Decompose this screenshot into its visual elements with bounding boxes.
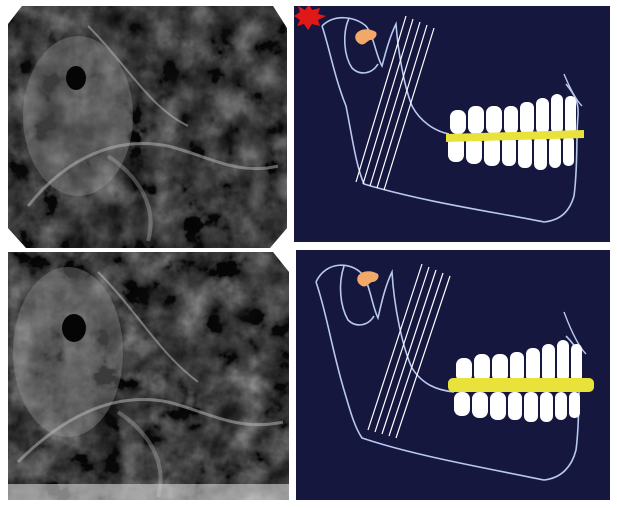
mandible-diagram-top: [294, 6, 610, 242]
horizontal-divider: [294, 244, 610, 247]
radiograph-bottom-image: [8, 252, 289, 500]
xray-panel-bottom: [8, 252, 289, 500]
occlusal-splint-thick: [448, 378, 594, 392]
radiograph-top-image: [8, 6, 287, 248]
diagram-panel-top: [294, 6, 610, 242]
xray-panel-top: [8, 6, 287, 248]
diagram-panel-bottom: [296, 250, 610, 500]
mandible-diagram-bottom: [296, 250, 610, 500]
